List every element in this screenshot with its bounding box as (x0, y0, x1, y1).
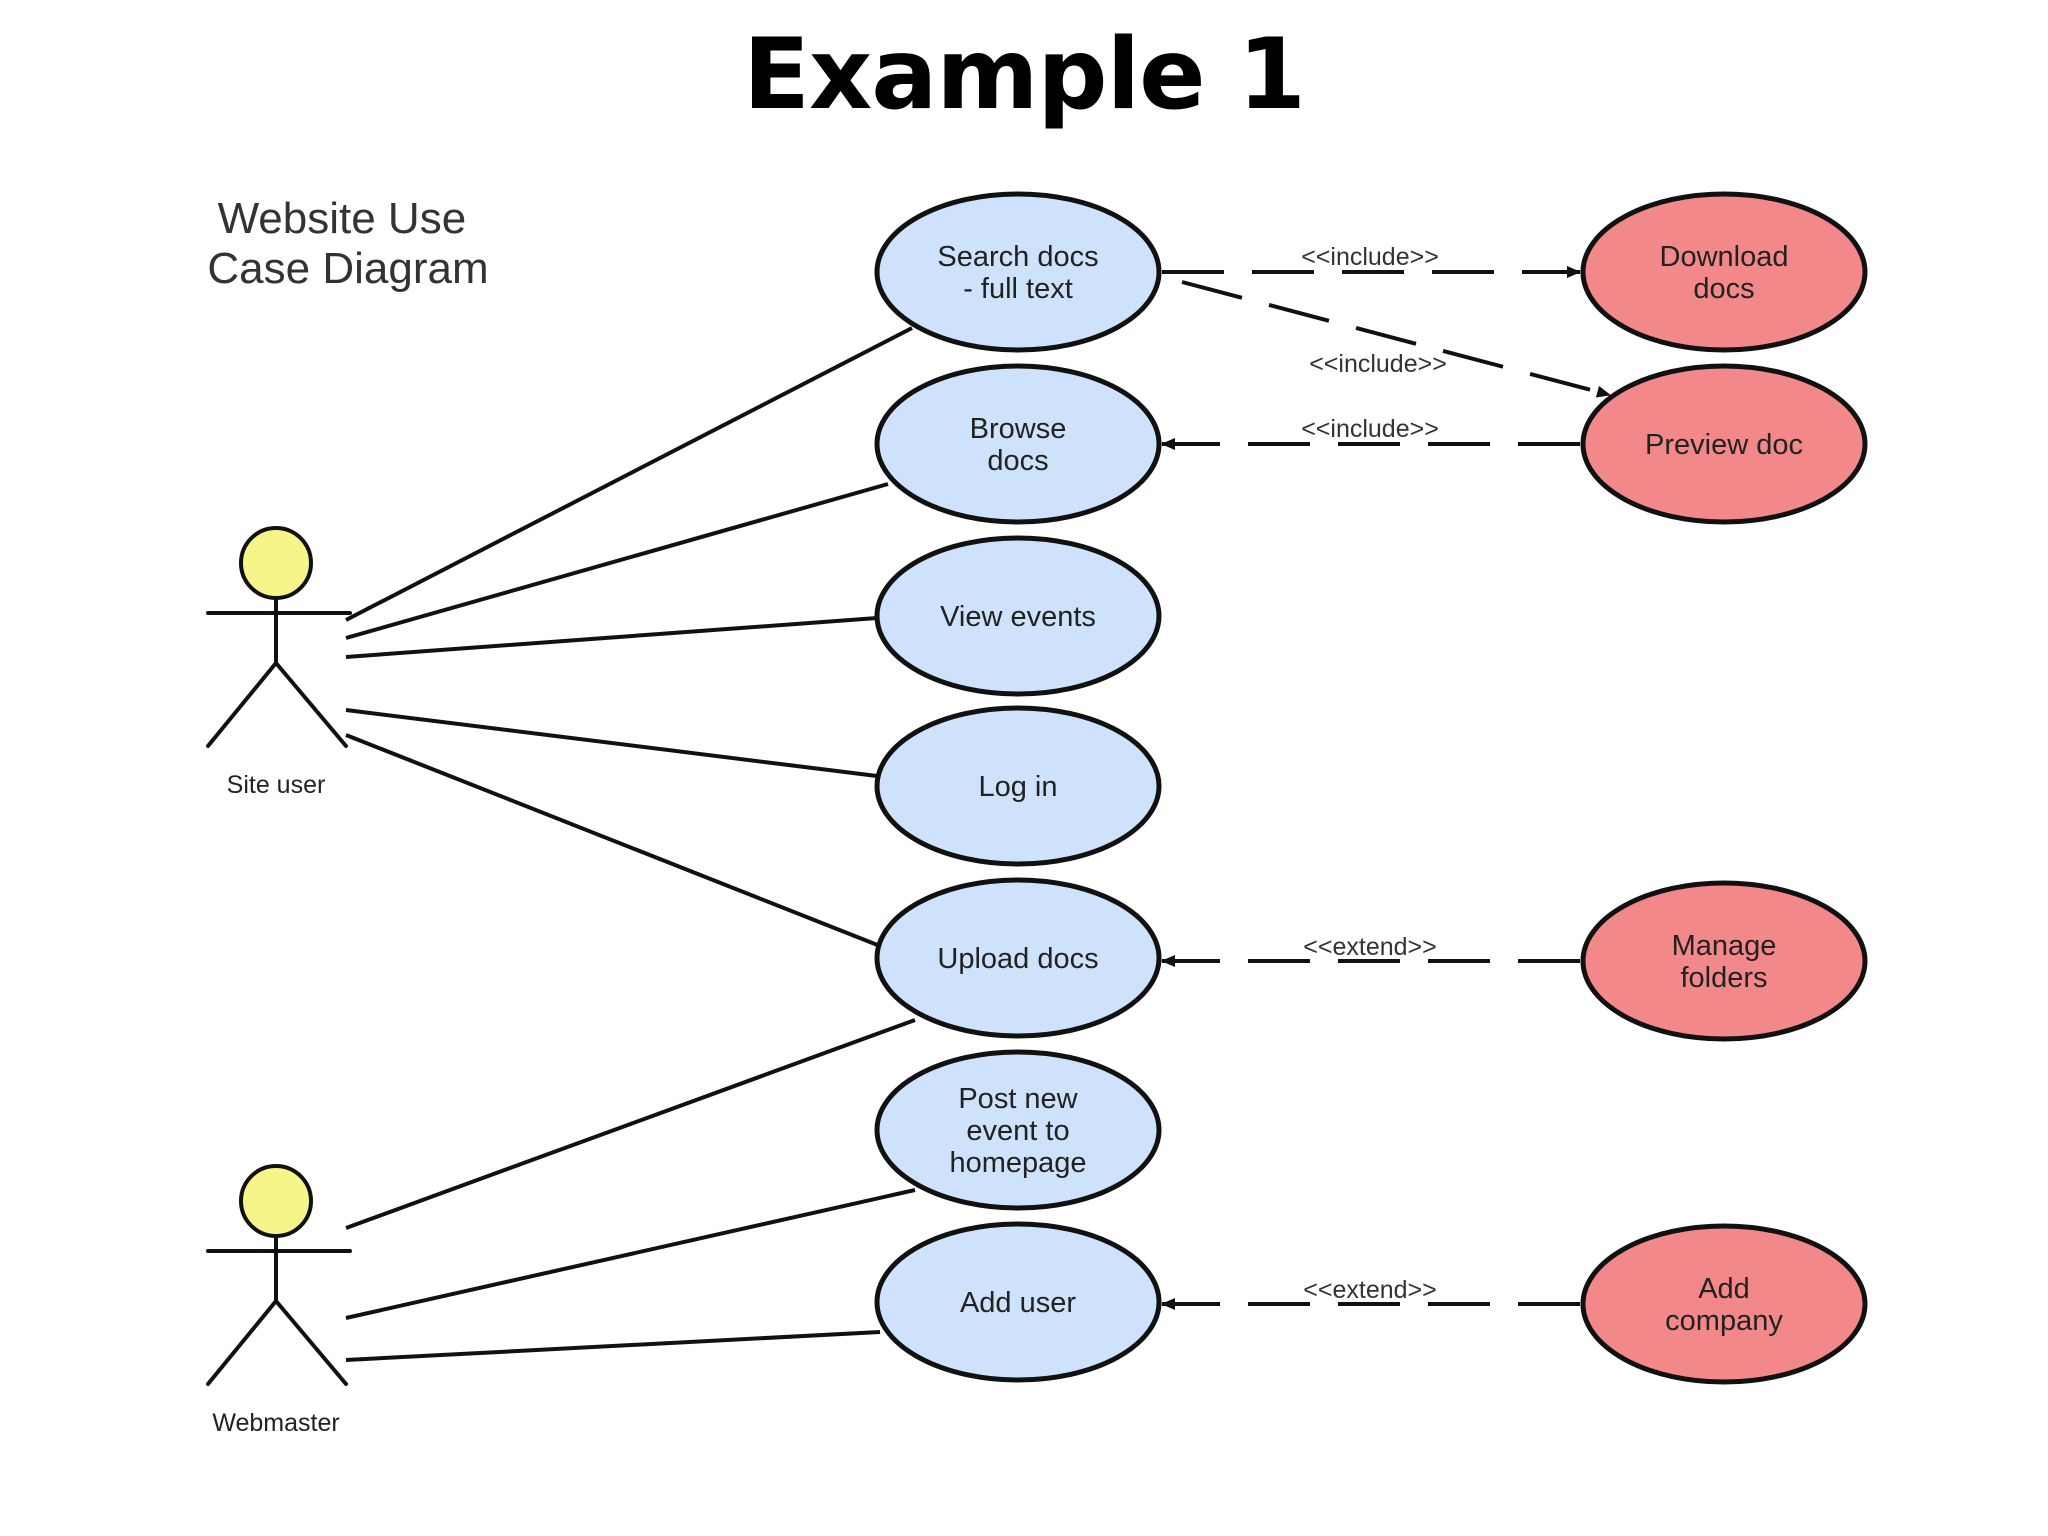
use-case-label: Log in (978, 771, 1057, 803)
use-case-ellipse (874, 535, 1162, 697)
diagram-title: Website Use Case Diagram (207, 194, 488, 293)
association-site-user-view-events (345, 616, 878, 659)
use-case-upload-docs: Upload docs (874, 877, 1162, 1039)
actor-webmaster: Webmaster (206, 1164, 352, 1437)
actor-site-user: Site user (206, 526, 352, 799)
association-site-user-search-docs (345, 326, 913, 622)
actor-body (206, 1234, 352, 1386)
use-case-label: Add user (960, 1287, 1076, 1319)
use-case-label: View events (940, 601, 1096, 633)
use-case-ellipse (1580, 363, 1868, 525)
relationship-label: <<extend>> (1303, 1276, 1436, 1304)
relationship-search-docs-to-preview-doc: <<include>> (1181, 280, 1611, 398)
association-lines (345, 326, 916, 1362)
association-site-user-log-in (345, 708, 878, 778)
use-case-log-in: Log in (874, 705, 1162, 867)
use-case-search-docs: Search docs- full text (874, 191, 1162, 353)
relationship-label: <<include>> (1301, 415, 1439, 443)
actor-head (239, 1164, 313, 1238)
relationship-label: <<include>> (1301, 243, 1439, 271)
association-webmaster-post-event (345, 1188, 916, 1320)
actor-label: Site user (227, 771, 326, 799)
relationship-label: <<include>> (1309, 350, 1447, 378)
use-case-ellipse (874, 1049, 1162, 1211)
relationship-preview-doc-to-browse-docs: <<include>> (1161, 415, 1580, 450)
relationship-manage-folders-to-upload-docs: <<extend>> (1161, 933, 1580, 967)
use-case-ellipse (874, 363, 1162, 525)
use-case-ellipse (1580, 1223, 1868, 1385)
use-case-ellipse (1580, 880, 1868, 1042)
association-site-user-browse-docs (345, 482, 889, 640)
relationship-label: <<extend>> (1303, 933, 1436, 961)
use-case-ellipse (874, 1221, 1162, 1383)
association-webmaster-upload-docs (345, 1018, 916, 1230)
association-webmaster-add-user (345, 1330, 881, 1362)
use-case-ellipse (874, 191, 1162, 353)
association-site-user-upload-docs (345, 733, 881, 948)
use-case-add-user: Add user (874, 1221, 1162, 1383)
actor-label: Webmaster (212, 1409, 339, 1437)
use-case-ellipse (1580, 191, 1868, 353)
use-case-preview-doc: Preview doc (1580, 363, 1868, 525)
relationship-search-docs-to-download-docs: <<include>> (1162, 243, 1581, 278)
slide-title: Example 1 (743, 18, 1306, 132)
diagram-title-line-2: Case Diagram (207, 244, 488, 293)
diagram-title-line-1: Website Use (218, 194, 467, 243)
use-case-ellipse (874, 877, 1162, 1039)
use-case-label: Search docs- full text (937, 241, 1098, 305)
use-case-label: Upload docs (937, 943, 1098, 975)
relationship-line (1181, 280, 1611, 398)
use-case-view-events: View events (874, 535, 1162, 697)
actor-body (206, 596, 352, 748)
relationship-add-company-to-add-user: <<extend>> (1161, 1276, 1580, 1310)
actor-head (239, 526, 313, 600)
use-case-label: Preview doc (1645, 429, 1803, 461)
relationship-arrows: <<include>> <<include>> <<include>> <<exten… (1161, 243, 1611, 1310)
use-case-ellipse (874, 705, 1162, 867)
